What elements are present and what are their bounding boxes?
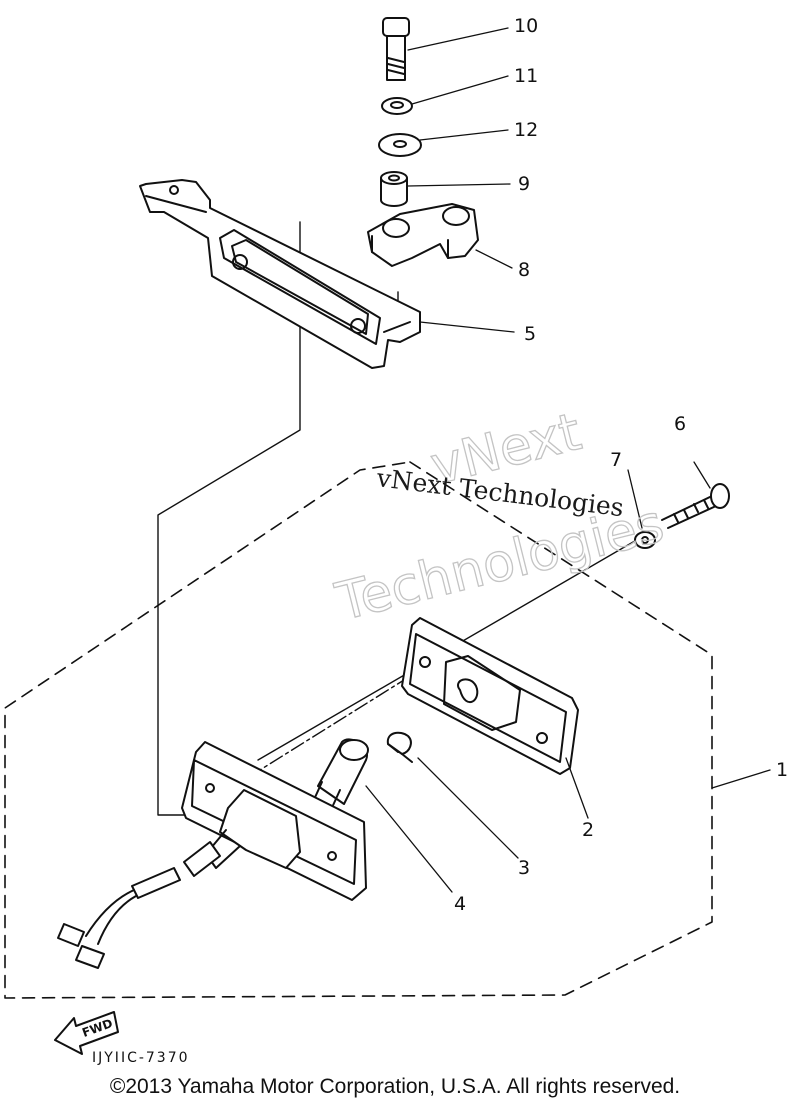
forward-direction-arrow [54, 1011, 119, 1055]
assembly-boundary [4, 461, 713, 999]
bracket-part-5 [139, 179, 421, 369]
callout-7: 7 [610, 449, 622, 471]
callout-labels: 10 11 12 9 8 5 6 7 1 2 3 4 [454, 15, 788, 915]
watermark: vNext Technologies vNext Technologies [329, 401, 670, 633]
bulb-part-3 [386, 731, 413, 763]
screw-part-6 [661, 483, 730, 529]
washer-part-12 [378, 133, 422, 157]
callout-6: 6 [674, 413, 686, 435]
callout-2: 2 [582, 819, 594, 841]
callout-11: 11 [514, 65, 538, 87]
lens-part-2 [401, 617, 579, 775]
drawing-code: IJYIIC-7370 [92, 1050, 190, 1066]
callout-10: 10 [514, 15, 538, 37]
callout-1: 1 [776, 759, 788, 781]
wiring-harness [57, 841, 221, 969]
socket-part-4 [311, 738, 369, 813]
lever-part-8 [367, 203, 479, 267]
collar-part-9 [380, 171, 408, 207]
spring-washer-part-11 [381, 97, 413, 115]
callout-9: 9 [518, 173, 530, 195]
leader-lines [365, 27, 771, 893]
washer-part-7 [634, 531, 656, 549]
bolt-part-10 [382, 17, 410, 81]
callout-8: 8 [518, 259, 530, 281]
callout-4: 4 [454, 893, 466, 915]
copyright-notice: ©2013 Yamaha Motor Corporation, U.S.A. A… [109, 1075, 681, 1098]
callout-12: 12 [514, 119, 538, 141]
callout-3: 3 [518, 857, 530, 879]
callout-5: 5 [524, 323, 536, 345]
